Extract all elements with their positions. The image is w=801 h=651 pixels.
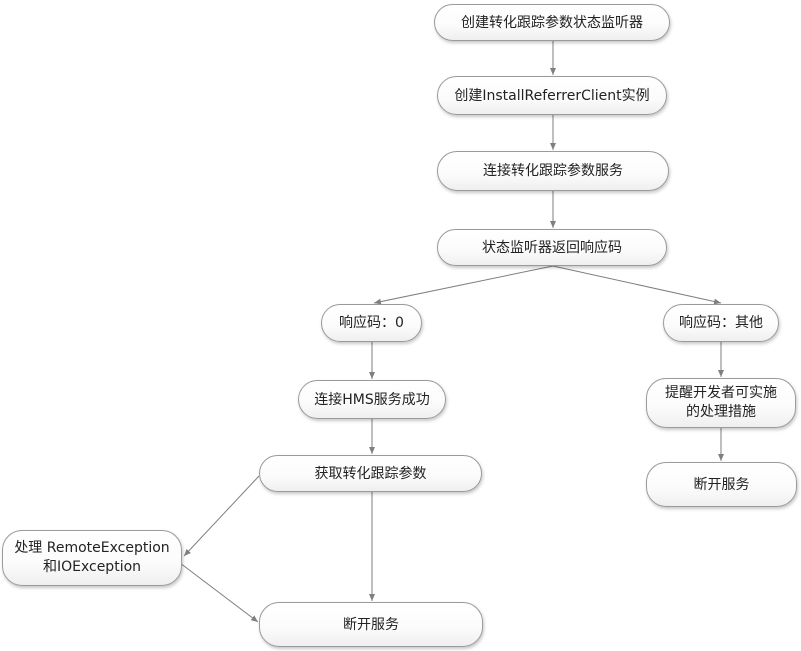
node-connect-service-label: 连接转化跟踪参数服务 — [483, 163, 623, 179]
edge-listener-returns-to-code-other — [552, 265, 722, 305]
node-listener-returns-label: 状态监听器返回响应码 — [482, 239, 622, 256]
node-get-params: 获取转化跟踪参数 — [259, 455, 482, 492]
node-code-zero-label: 响应码：0 — [339, 315, 404, 331]
node-code-zero: 响应码：0 — [321, 304, 422, 342]
node-remind-developer-label-line1: 提醒开发者可实施 — [665, 385, 777, 401]
node-hms-success: 连接HMS服务成功 — [298, 380, 446, 419]
edge-get-params-to-handle-exception — [183, 475, 260, 557]
node-handle-exception: 处理 RemoteException 和IOException — [2, 530, 182, 586]
node-code-other: 响应码：其他 — [663, 304, 779, 342]
node-get-params-label: 获取转化跟踪参数 — [314, 465, 427, 482]
node-create-client: 创建InstallReferrerClient实例 — [437, 76, 667, 115]
node-handle-exception-label-line1: 处理 RemoteException — [14, 540, 170, 556]
node-remind-developer: 提醒开发者可实施 的处理措施 — [646, 378, 796, 428]
node-listener-returns: 状态监听器返回响应码 — [437, 229, 667, 266]
node-hms-success-label: 连接HMS服务成功 — [314, 391, 430, 408]
node-code-other-label: 响应码：其他 — [679, 315, 763, 331]
node-handle-exception-label-line2: 和IOException — [42, 559, 142, 575]
node-disconnect-left: 断开服务 — [259, 602, 483, 647]
node-create-listener-label: 创建转化跟踪参数状态监听器 — [461, 14, 643, 31]
node-disconnect-right-label: 断开服务 — [693, 476, 750, 493]
node-connect-service: 连接转化跟踪参数服务 — [437, 151, 669, 191]
node-disconnect-left-label: 断开服务 — [343, 616, 399, 633]
node-remind-developer-label-line2: 的处理措施 — [686, 404, 756, 420]
node-create-listener: 创建转化跟踪参数状态监听器 — [434, 4, 670, 41]
node-create-client-label: 创建InstallReferrerClient实例 — [454, 87, 650, 104]
node-disconnect-right: 断开服务 — [646, 462, 797, 507]
edge-handle-exception-to-disconnect-left — [179, 562, 259, 623]
edge-listener-returns-to-code-zero — [373, 265, 554, 305]
